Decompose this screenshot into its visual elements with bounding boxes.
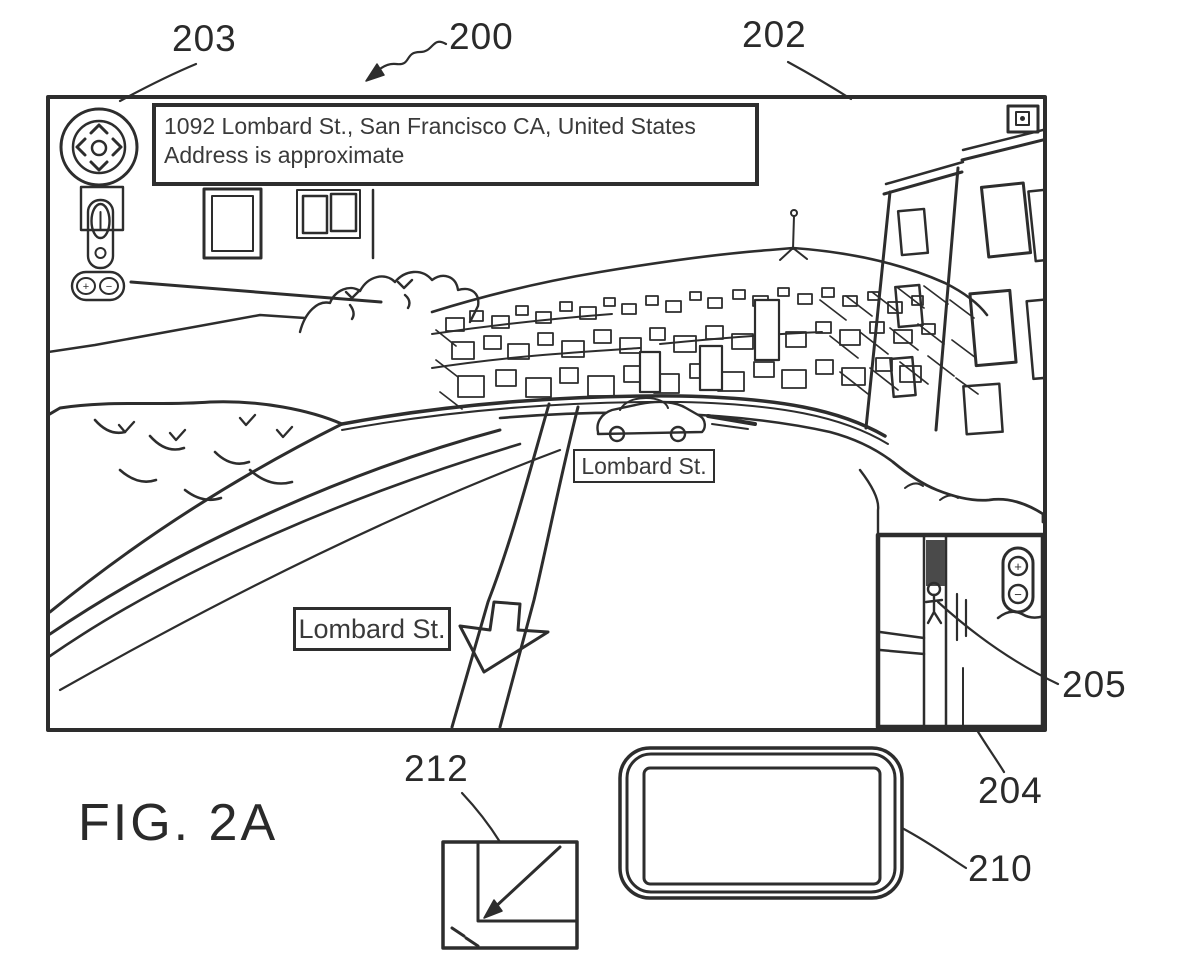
address-line-1: 1092 Lombard St., San Francisco CA, Unit… xyxy=(164,113,696,139)
address-line-2: Address is approximate xyxy=(164,142,405,168)
leader-200-arrowhead xyxy=(365,63,385,82)
rocky-outcrop xyxy=(298,270,480,334)
pan-left-icon xyxy=(75,137,87,157)
car xyxy=(596,397,757,443)
zoom-in-icon[interactable]: + xyxy=(83,281,89,293)
fullscreen-icon[interactable] xyxy=(1006,104,1040,134)
pan-down-icon xyxy=(89,160,109,172)
leader-200 xyxy=(372,40,448,76)
ref-202: 202 xyxy=(742,14,807,55)
street-view-display-frame xyxy=(46,95,1047,732)
zoom-slider[interactable] xyxy=(79,185,125,270)
leader-202 xyxy=(786,60,853,101)
inset-zoom-out-icon[interactable]: − xyxy=(1014,587,1022,602)
zoom-out-icon[interactable]: − xyxy=(106,281,112,293)
right-buildings xyxy=(864,128,1043,436)
ref-204: 204 xyxy=(978,770,1043,811)
inset-roads xyxy=(878,535,1043,728)
hedge xyxy=(50,400,344,502)
street-label-far[interactable]: Lombard St. xyxy=(573,449,715,483)
ref-205: 205 xyxy=(1062,664,1127,705)
mobile-device xyxy=(618,746,904,900)
street-label-near[interactable]: Lombard St. xyxy=(293,607,451,651)
leader-lines xyxy=(118,40,1060,870)
left-building xyxy=(50,187,383,353)
pegman-marker[interactable] xyxy=(924,581,944,625)
retaining-wall xyxy=(50,422,562,692)
leader-204 xyxy=(973,725,1006,774)
figure-caption: FIG. 2A xyxy=(78,794,279,852)
ref-210: 210 xyxy=(968,848,1033,889)
leader-205 xyxy=(936,600,1060,686)
distant-city-hill xyxy=(430,209,989,410)
pan-up-icon xyxy=(89,123,109,135)
navigation-arrow[interactable] xyxy=(458,600,550,674)
pan-zoom-buttons[interactable]: + − xyxy=(70,270,126,302)
inset-map[interactable]: + − xyxy=(875,532,1058,728)
road-curbs xyxy=(340,394,895,728)
device-screen xyxy=(642,766,882,886)
ref-203: 203 xyxy=(172,18,237,59)
ref-212: 212 xyxy=(404,748,469,789)
ref-200: 200 xyxy=(449,16,514,57)
right-sidewalk xyxy=(858,460,1043,537)
inset-zoom-in-icon[interactable]: + xyxy=(1014,559,1022,574)
leader-210 xyxy=(900,826,968,870)
inset-zoom-control[interactable]: + − xyxy=(1001,546,1035,614)
pan-right-icon xyxy=(111,137,123,157)
leader-212 xyxy=(460,791,502,844)
minimize-arrowhead xyxy=(483,899,503,919)
leader-203 xyxy=(118,62,198,103)
minimize-icon xyxy=(441,840,579,950)
address-banner: 1092 Lombard St., San Francisco CA, Unit… xyxy=(152,103,759,186)
pan-control[interactable] xyxy=(59,107,139,187)
zoom-slider-handle[interactable] xyxy=(90,202,111,240)
